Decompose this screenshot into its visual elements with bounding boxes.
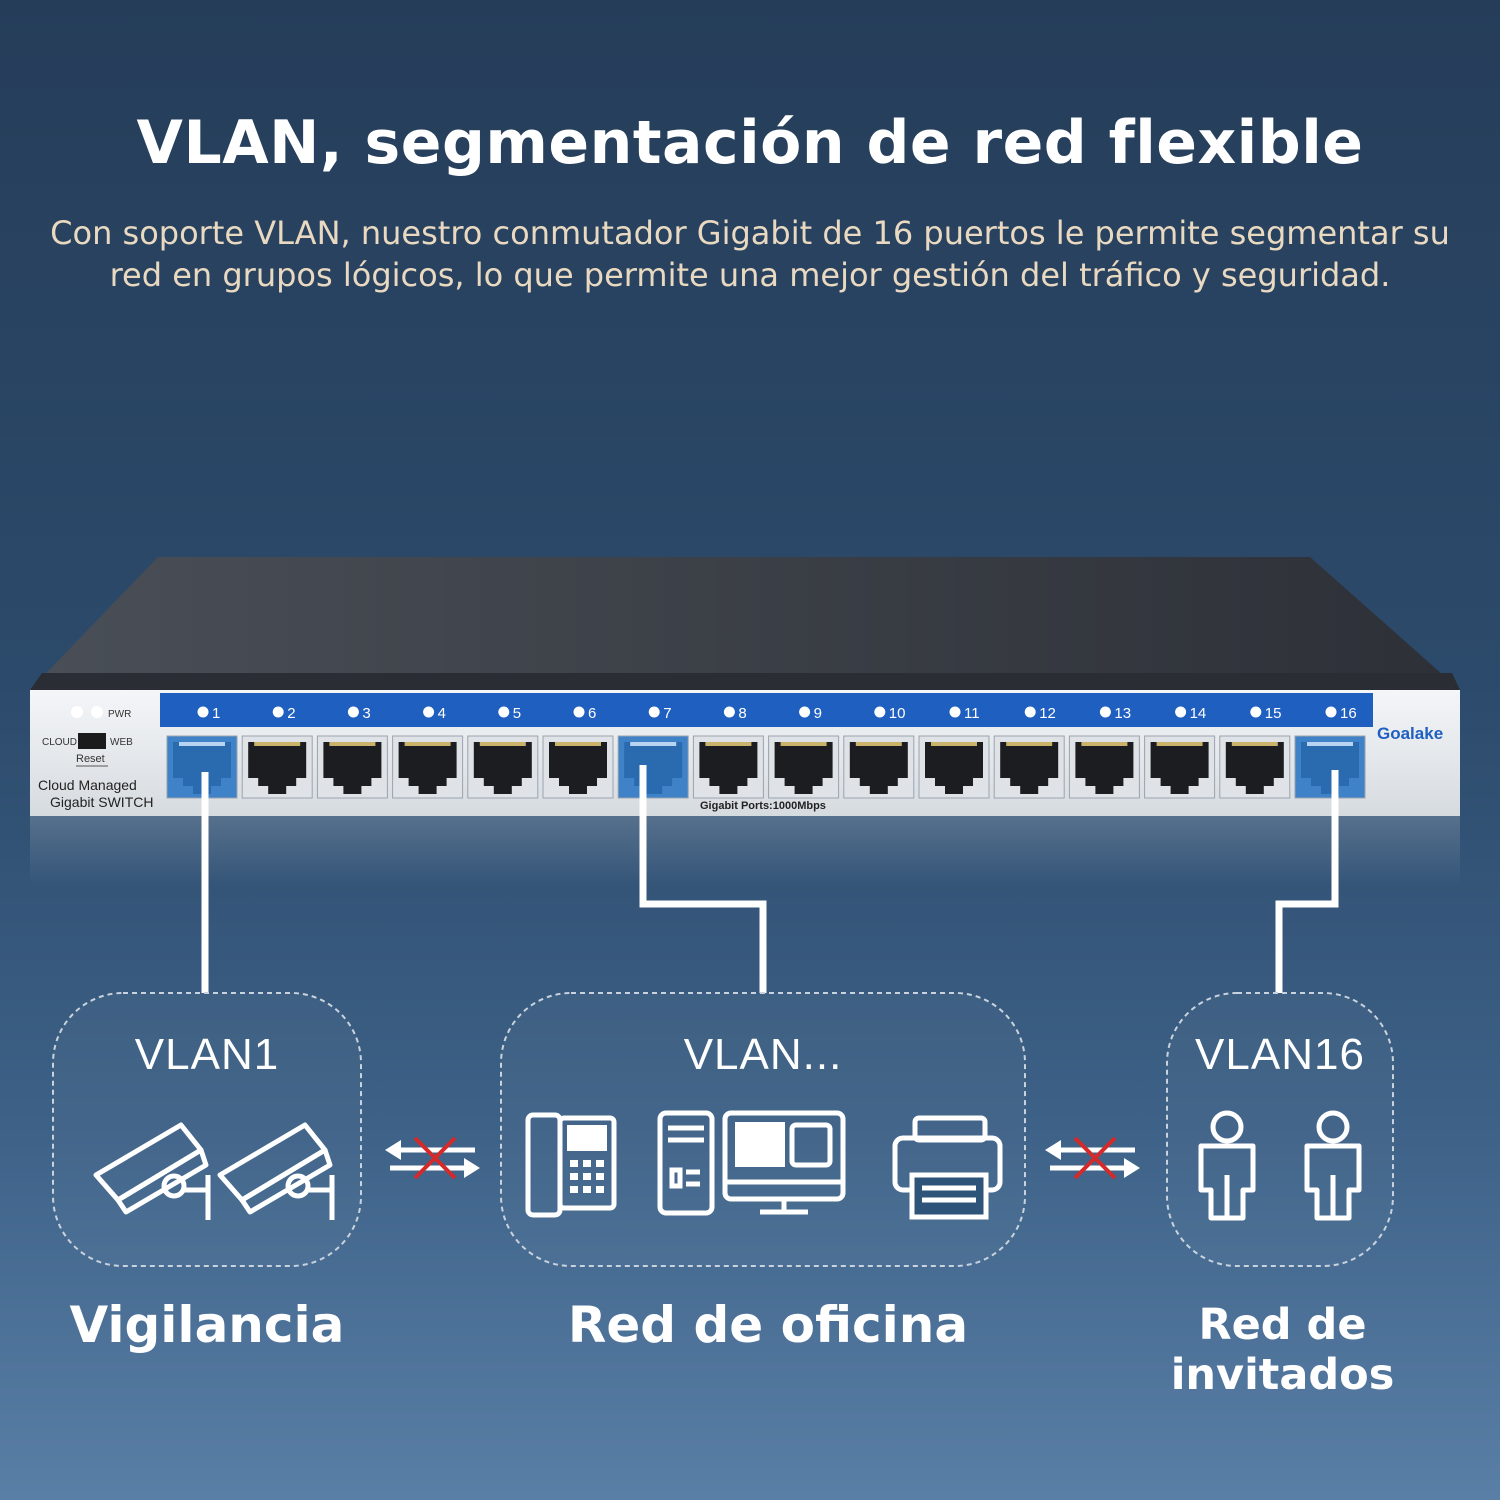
port-number-16: 16 <box>1340 705 1357 722</box>
vlan16-title: VLAN16 <box>1195 1030 1365 1079</box>
port-number-11: 11 <box>964 705 980 722</box>
ethernet-port-3 <box>316 735 388 799</box>
port-led-5 <box>498 706 510 718</box>
security-camera-icon <box>93 1122 211 1220</box>
port-led-6 <box>573 706 585 718</box>
port-led-15 <box>1250 706 1262 718</box>
security-camera-icon <box>217 1122 335 1220</box>
ethernet-port-14 <box>1144 735 1216 799</box>
page-subtitle: Con soporte VLAN, nuestro conmutador Gig… <box>30 212 1470 296</box>
brand-logo: Goalake <box>1377 724 1443 743</box>
port-led-8 <box>723 706 735 718</box>
port-number-1: 1 <box>212 705 220 722</box>
vigilancia-label: Vigilancia <box>69 1296 345 1354</box>
pwr-label: PWR <box>108 709 131 720</box>
person-icon <box>1304 1110 1362 1221</box>
ports-caption: Gigabit Ports:1000Mbps <box>700 800 826 812</box>
switch-reflection <box>30 816 1460 886</box>
port-number-9: 9 <box>814 705 822 722</box>
ethernet-port-11 <box>918 735 990 799</box>
port-led-2 <box>272 706 284 718</box>
port-led-14 <box>1175 706 1187 718</box>
ethernet-port-9 <box>768 735 840 799</box>
vlan1-group-box <box>52 992 362 1267</box>
ethernet-port-5 <box>467 735 539 799</box>
subtitle-line-2: red en grupos lógicos, lo que permite un… <box>109 256 1391 294</box>
led-2 <box>91 706 103 718</box>
port-led-10 <box>874 706 886 718</box>
port-led-3 <box>347 706 359 718</box>
ethernet-port-15 <box>1219 735 1291 799</box>
ethernet-port-8 <box>692 735 764 799</box>
port-number-13: 13 <box>1114 705 1131 722</box>
port-led-7 <box>648 706 660 718</box>
vlan16-group-box <box>1166 992 1394 1267</box>
subtitle-line-1: Con soporte VLAN, nuestro conmutador Gig… <box>50 214 1450 252</box>
port-number-10: 10 <box>889 705 906 722</box>
port-led-11 <box>949 706 961 718</box>
connection-lines <box>201 765 1339 993</box>
port-number-2: 2 <box>287 705 295 722</box>
port-led-16 <box>1325 706 1337 718</box>
port-number-6: 6 <box>588 705 596 722</box>
guest-network-label: Red de invitados <box>1170 1300 1395 1400</box>
port-number-14: 14 <box>1190 705 1207 722</box>
port-number-8: 8 <box>738 705 746 722</box>
port-number-5: 5 <box>513 705 521 722</box>
blocked-traffic-icon <box>385 1136 480 1180</box>
desktop-computer-icon <box>657 1110 846 1216</box>
ethernet-port-2 <box>241 735 313 799</box>
ethernet-port-10 <box>843 735 915 799</box>
port-led-4 <box>423 706 435 718</box>
port-led-1 <box>197 706 209 718</box>
reset-label: Reset <box>76 753 105 765</box>
port-number-7: 7 <box>663 705 671 722</box>
person-icon <box>1198 1110 1256 1221</box>
port-number-strip <box>160 693 1373 727</box>
vlan-office-title: VLAN... <box>683 1030 843 1079</box>
vlan-office-group-box <box>500 992 1026 1267</box>
switch-top-cover <box>30 557 1460 690</box>
status-display <box>78 733 106 749</box>
vlan1-title: VLAN1 <box>134 1030 280 1079</box>
ethernet-port-6 <box>542 735 614 799</box>
port-number-4: 4 <box>438 705 446 722</box>
switch-side-edge <box>30 673 1460 690</box>
port-number-3: 3 <box>362 705 370 722</box>
ethernet-port-12 <box>993 735 1065 799</box>
ethernet-port-4 <box>392 735 464 799</box>
desk-phone-icon <box>525 1112 617 1218</box>
ethernet-port-13 <box>1068 735 1140 799</box>
port-number-15: 15 <box>1265 705 1282 722</box>
model-line-1: Cloud Managed <box>38 777 137 793</box>
port-number-12: 12 <box>1039 705 1056 722</box>
ethernet-port-7 <box>617 735 689 799</box>
port-led-12 <box>1024 706 1036 718</box>
port-led-13 <box>1099 706 1111 718</box>
line-port-7 <box>639 765 767 993</box>
port-led-9 <box>799 706 811 718</box>
cloud-label: CLOUD <box>42 737 77 748</box>
blocked-traffic-icon <box>1045 1136 1140 1180</box>
page-title: VLAN, segmentación de red flexible <box>136 108 1364 178</box>
web-label: WEB <box>110 737 133 748</box>
led-1 <box>71 706 83 718</box>
printer-icon <box>892 1115 1003 1220</box>
line-port-16 <box>1275 770 1339 993</box>
model-line-2: Gigabit SWITCH <box>50 794 153 810</box>
ethernet-port-16 <box>1294 735 1366 799</box>
office-network-label: Red de oficina <box>567 1296 969 1354</box>
